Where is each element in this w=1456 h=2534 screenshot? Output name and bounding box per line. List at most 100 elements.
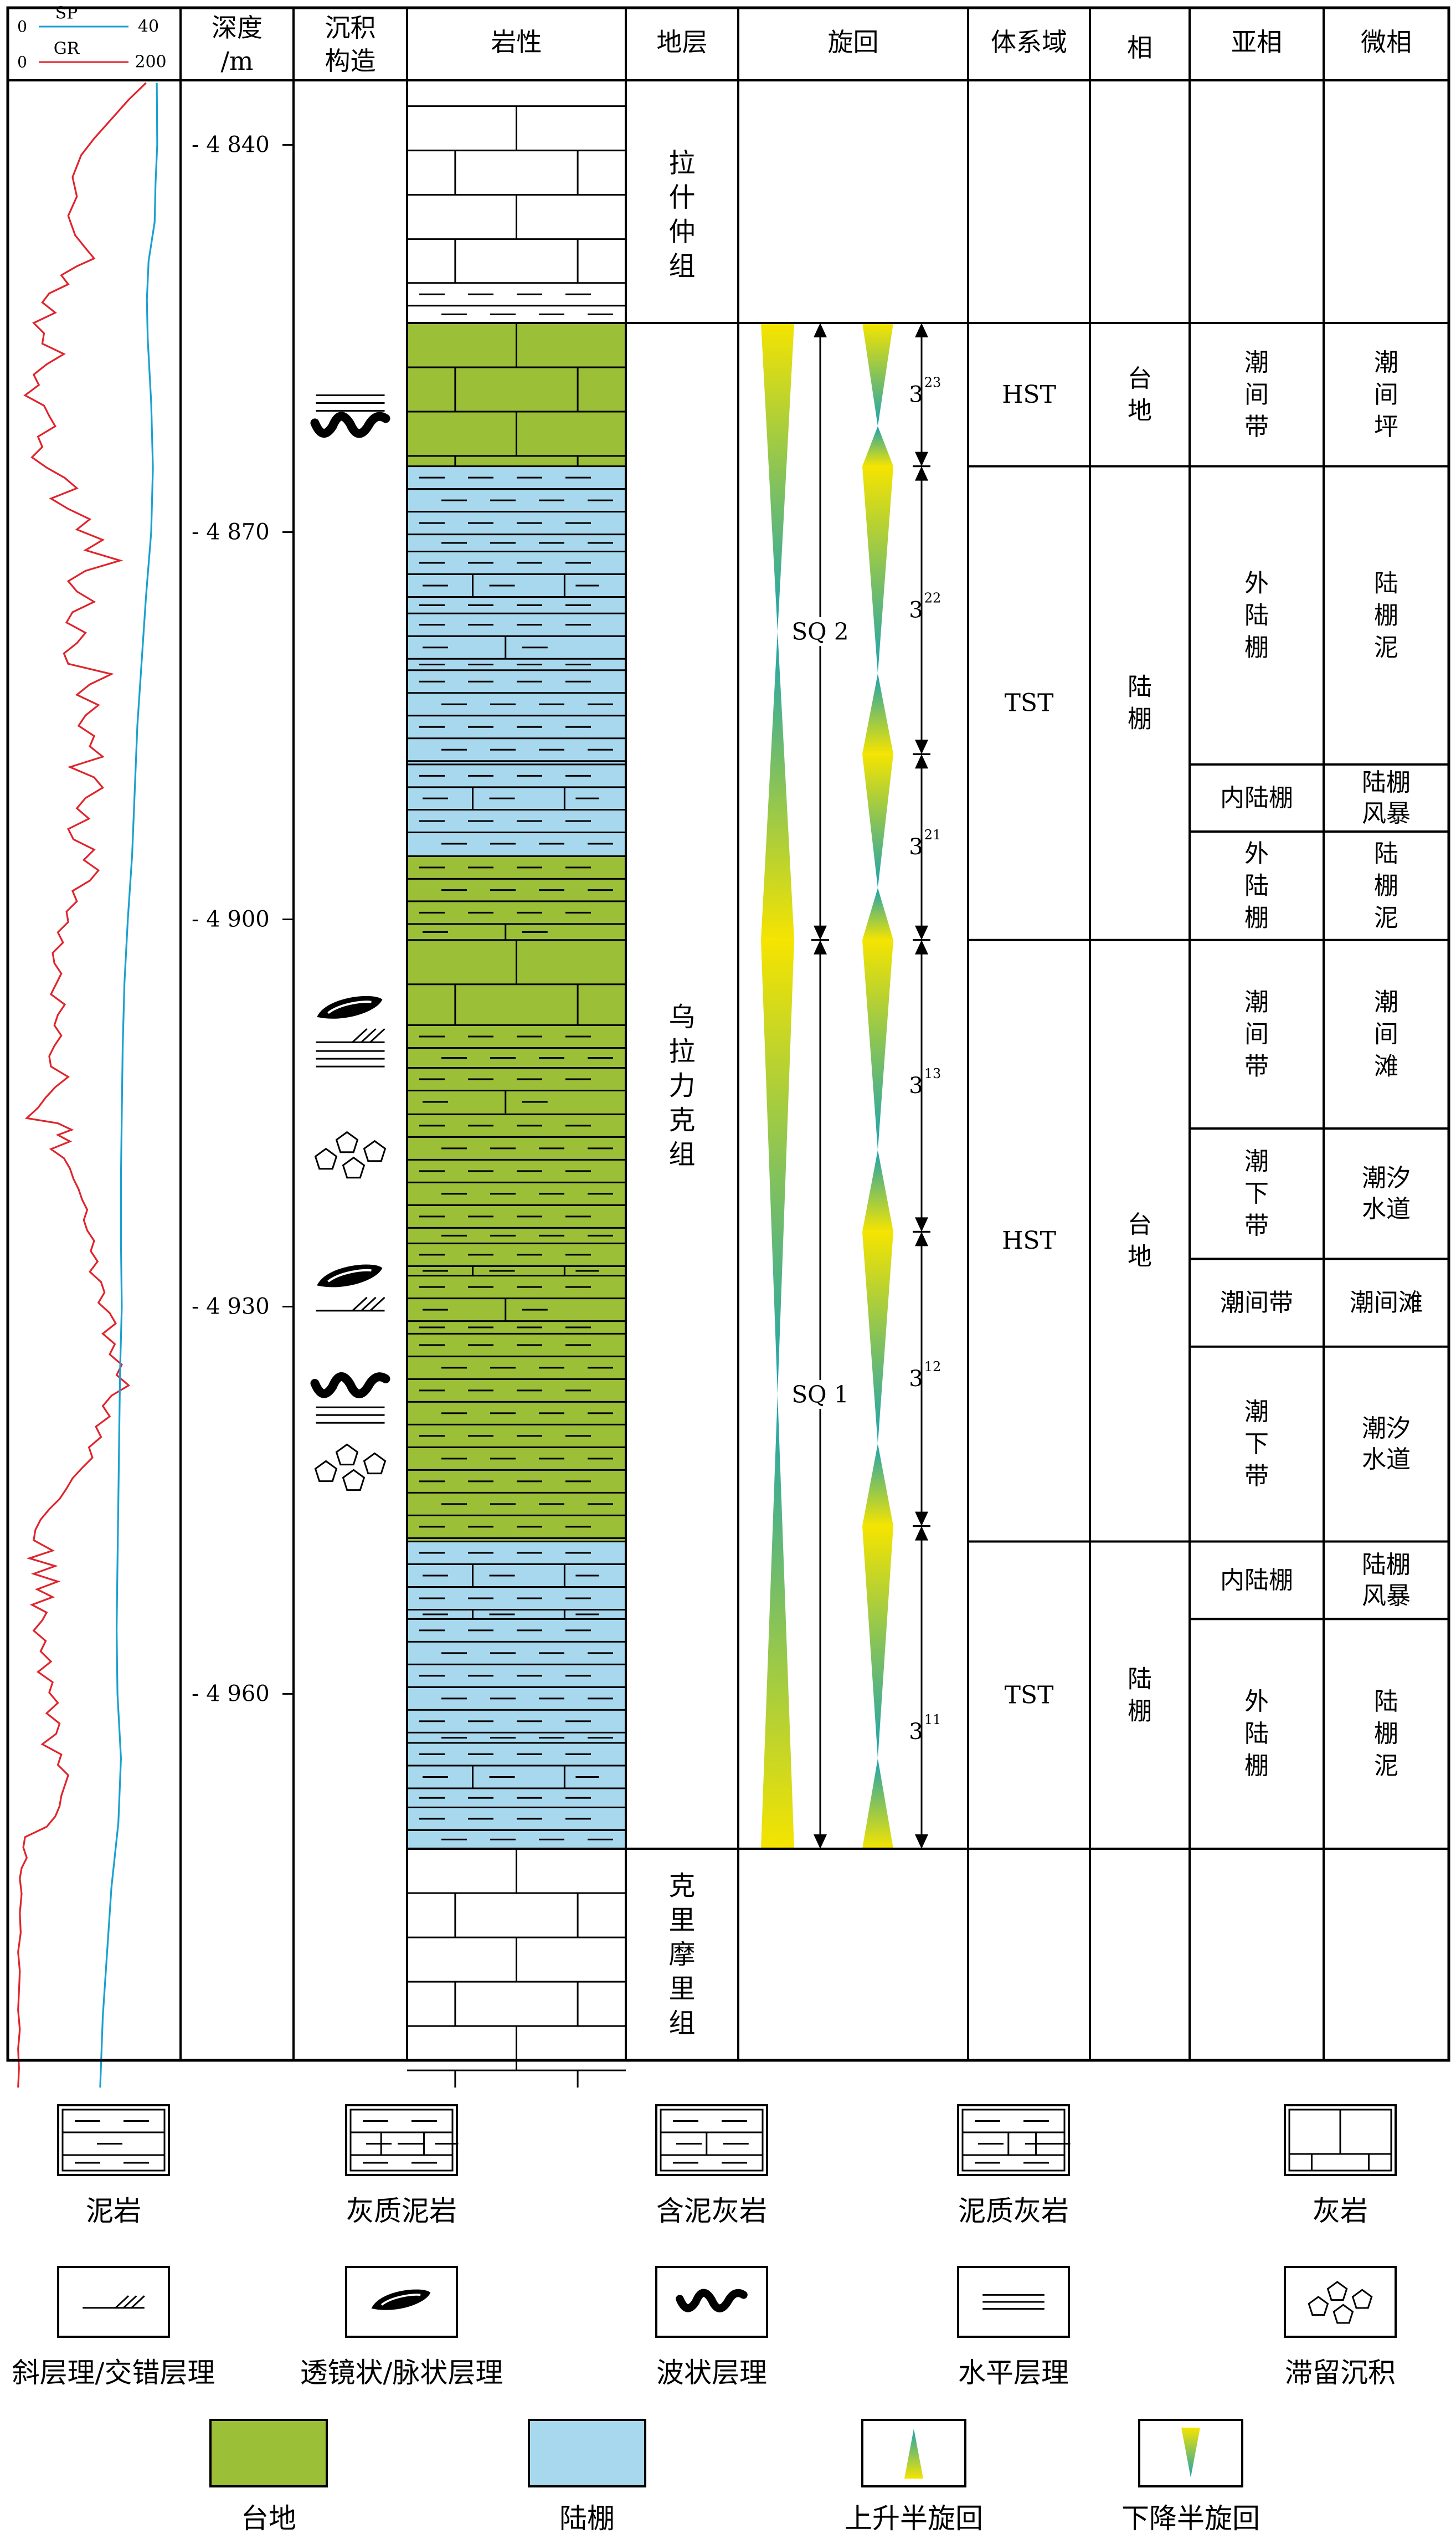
lenticular-bedding-highlight xyxy=(327,1269,372,1283)
legend-swatch-rising xyxy=(861,2419,966,2487)
subfacies-label: 下 xyxy=(1244,1179,1269,1208)
legend-pattern-border xyxy=(660,2109,764,2172)
legend-label-platform: 台地 xyxy=(241,2502,296,2534)
facies-label: 台 xyxy=(1128,1210,1152,1239)
subfacies-label: 外 xyxy=(1244,569,1269,597)
legend-pattern xyxy=(63,2120,164,2164)
oblique-bedding-lamina xyxy=(352,1296,368,1311)
subfacies-label: 内陆棚 xyxy=(1220,784,1293,812)
legend-swatch-calcareous_mudstone xyxy=(345,2104,459,2176)
oblique-bedding-lamina xyxy=(369,1028,385,1043)
subfacies-label: 潮 xyxy=(1244,348,1269,377)
lithology-bed-mudstone xyxy=(407,283,626,324)
legend-label-oblique: 斜层理/交错层理 xyxy=(12,2357,215,2389)
legend-swatch-limestone xyxy=(1284,2104,1397,2176)
cycle-range-arrow-down xyxy=(915,1217,928,1232)
subfacies-label: 陆 xyxy=(1244,871,1269,900)
cycle-label-superscript: 23 xyxy=(924,375,941,390)
sp-curve xyxy=(99,83,158,2088)
microfacies-label: 风暴 xyxy=(1362,1582,1411,1610)
depth-label: - 4 870 xyxy=(192,520,270,545)
legend-pattern xyxy=(1289,2110,1391,2171)
cycle-range-arrow-down xyxy=(915,740,928,755)
oblique-bedding-lamina xyxy=(115,2295,130,2309)
microfacies-label: 陆 xyxy=(1374,1687,1398,1716)
legend-swatch-oblique xyxy=(57,2266,170,2338)
formation-name: 什 xyxy=(668,182,695,213)
formation-name: 里 xyxy=(668,1973,695,2004)
microfacies-label: 间 xyxy=(1374,1020,1398,1048)
legend-swatch-muddy_limestone xyxy=(655,2104,768,2176)
wavy-bedding-symbol xyxy=(310,1372,390,1398)
depth-label: - 4 930 xyxy=(192,1294,270,1320)
formation-name: 组 xyxy=(668,250,695,281)
legend-label-shelf: 陆棚 xyxy=(559,2502,615,2534)
legend-pattern-border xyxy=(349,2109,454,2172)
falling-half-cycle xyxy=(862,940,893,1150)
legend-label-calcareous_mudstone: 灰质泥岩 xyxy=(346,2195,457,2227)
microfacies-label: 坪 xyxy=(1374,413,1398,441)
legend-pattern-border xyxy=(961,2109,1066,2172)
header-systems-tract: 体系域 xyxy=(991,27,1067,57)
lag-deposit-clast xyxy=(314,1460,338,1483)
subfacies-label: 外 xyxy=(1244,1687,1269,1716)
subfacies-label: 间 xyxy=(1244,1020,1269,1048)
lithology-bed-muddy_limestone xyxy=(407,613,626,670)
microfacies-label: 泥 xyxy=(1374,1752,1398,1780)
header-cycle: 旋回 xyxy=(828,27,879,57)
formation-name: 力 xyxy=(668,1070,695,1101)
lithology-bed-mudstone xyxy=(407,1114,626,1244)
legend-label-limestone: 灰岩 xyxy=(1313,2195,1368,2227)
legend-label-muddy_limestone: 含泥灰岩 xyxy=(656,2195,767,2227)
facies-label: 陆 xyxy=(1128,1665,1152,1693)
legend-box xyxy=(528,2419,646,2487)
rising-half-cycle xyxy=(761,1394,794,1849)
cycle-range-arrow-down xyxy=(915,1834,928,1849)
systems-tract-label: HST xyxy=(1002,381,1056,409)
header-structure: 构造 xyxy=(325,46,376,76)
subfacies-label: 棚 xyxy=(1244,904,1269,932)
rising-half-cycle xyxy=(862,888,893,940)
structure-column xyxy=(310,394,390,1491)
oblique-bedding-lamina xyxy=(369,1296,385,1311)
subfacies-label: 棚 xyxy=(1244,1752,1269,1780)
falling-half-cycle xyxy=(862,466,893,674)
cycle-label: 3 xyxy=(909,597,923,623)
oblique-bedding-lamina xyxy=(352,1028,368,1043)
facies-label: 棚 xyxy=(1128,1697,1152,1725)
falling-half-cycle xyxy=(862,1232,893,1444)
rising-half-cycle xyxy=(862,1443,893,1526)
facies-label: 陆 xyxy=(1128,673,1152,701)
falling-half-cycle xyxy=(761,323,794,632)
lithology-bed-mudstone xyxy=(407,1807,626,1849)
subfacies-label: 潮 xyxy=(1244,1147,1269,1176)
sequence-label-bg xyxy=(787,617,853,646)
microfacies-label: 陆棚 xyxy=(1362,1551,1411,1579)
legend-swatch-marly_limestone xyxy=(957,2104,1071,2176)
microfacies-label: 潮 xyxy=(1374,988,1398,1016)
legend-label-mudstone: 泥岩 xyxy=(86,2195,141,2227)
lithology-bed-mudstone xyxy=(407,1333,626,1542)
sequence-label: SQ 1 xyxy=(791,1381,848,1408)
header-microfacies: 微相 xyxy=(1361,27,1412,57)
cycle-label: 3 xyxy=(909,1719,923,1745)
legend-label-wavy: 波状层理 xyxy=(656,2357,767,2389)
legend-swatch-shelf xyxy=(528,2419,646,2487)
legend-swatch-horizontal xyxy=(957,2266,1070,2338)
depth-label: - 4 840 xyxy=(192,132,270,158)
facies-label: 棚 xyxy=(1128,705,1152,733)
falling-half-cycle xyxy=(862,754,893,888)
cycle-range-arrow-down xyxy=(915,925,928,940)
microfacies-label: 间 xyxy=(1374,381,1398,409)
oblique-bedding-lamina xyxy=(361,1028,377,1043)
microfacies-label: 潮 xyxy=(1374,348,1398,377)
legend-label-lenticular: 透镜状/脉状层理 xyxy=(300,2357,503,2389)
rising-half-cycle xyxy=(862,426,893,466)
lithology-bed-calcareous_mudstone xyxy=(407,1541,626,1619)
cycle-label-superscript: 22 xyxy=(924,590,941,606)
cycle-label: 3 xyxy=(909,834,923,860)
cycle-range-arrow-down xyxy=(915,1511,928,1526)
systems-tract-label: TST xyxy=(1005,1681,1054,1709)
legend-label-marly_limestone: 泥质灰岩 xyxy=(958,2195,1069,2227)
